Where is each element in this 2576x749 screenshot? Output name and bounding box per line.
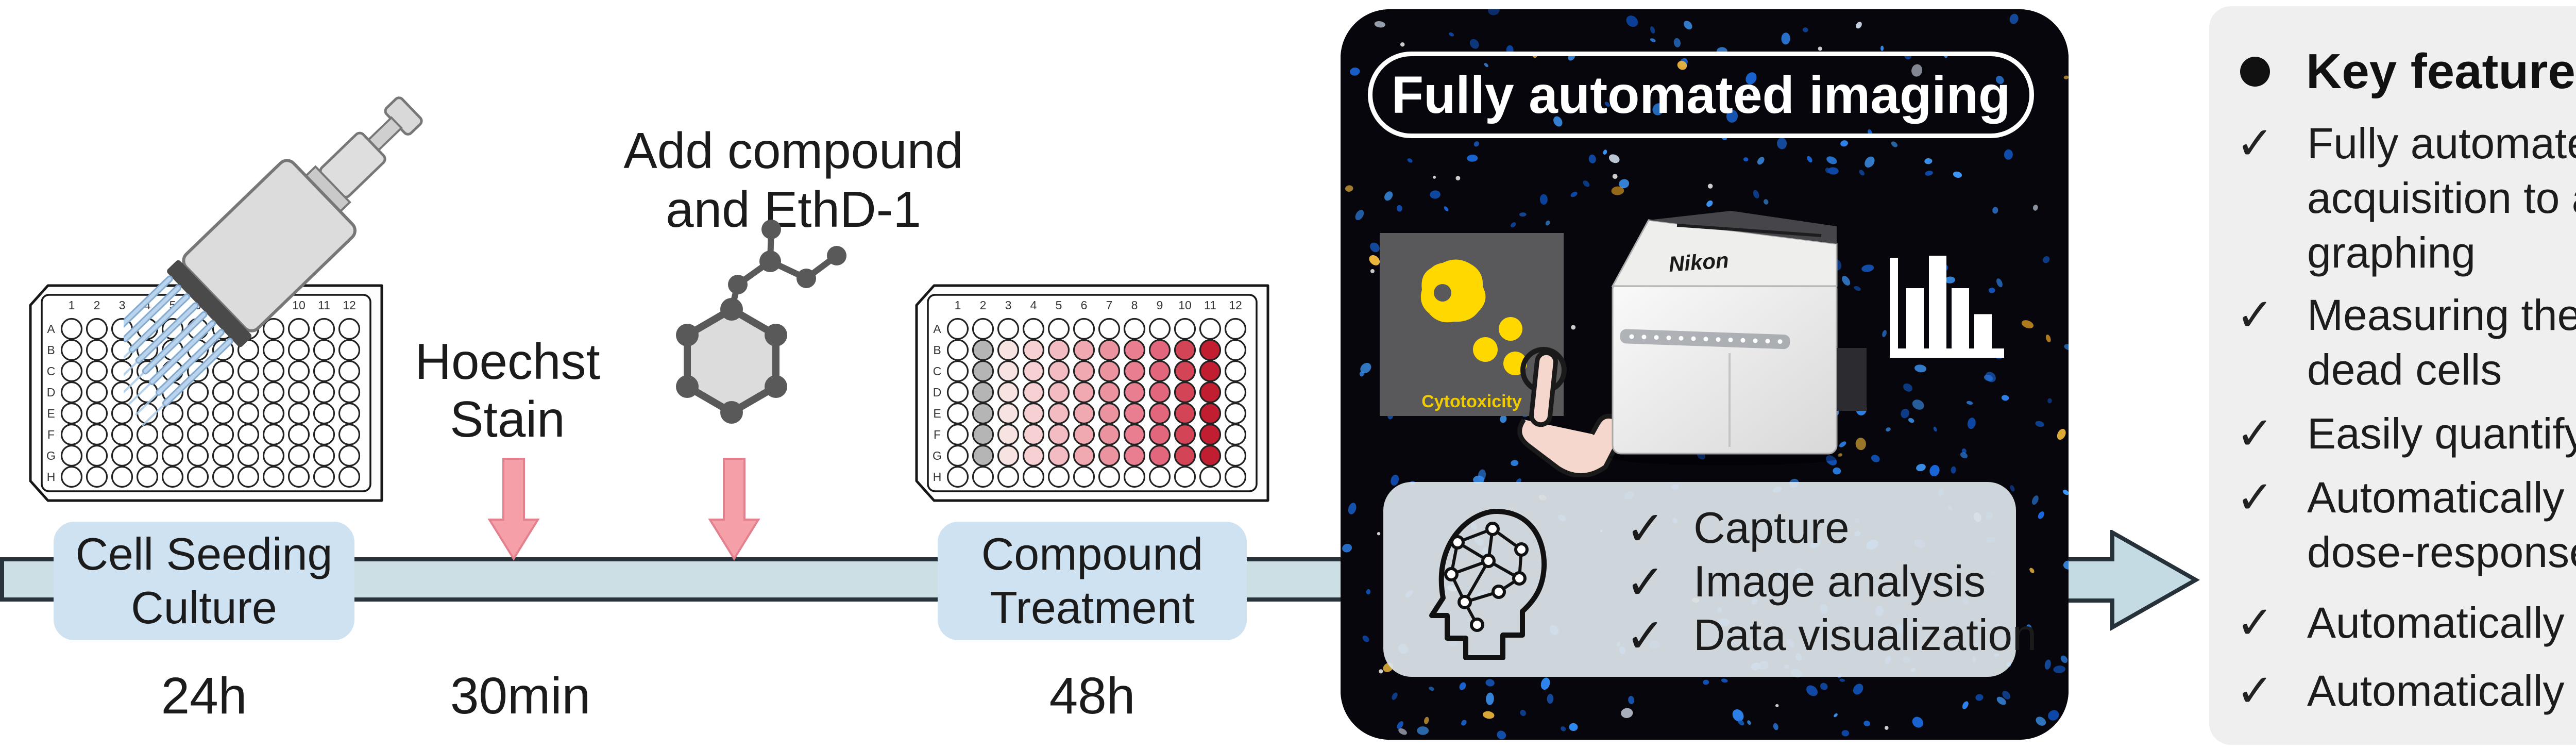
svg-text:H: H — [933, 470, 942, 484]
led-strip — [1629, 334, 1783, 344]
svg-text:2: 2 — [980, 298, 987, 312]
key-features-title: Key features — [2306, 44, 2576, 99]
svg-text:B: B — [47, 343, 55, 357]
svg-text:3: 3 — [1005, 298, 1012, 312]
feature-item: ✓ Easily quantify drug response — [2236, 407, 2576, 460]
bar-chart-icon — [1890, 256, 2004, 358]
svg-text:3: 3 — [119, 298, 126, 312]
pipette-tips — [124, 275, 233, 426]
svg-text:G: G — [933, 449, 942, 462]
svg-text:11: 11 — [318, 298, 330, 312]
checkmark-icon: ✓ — [2236, 596, 2274, 649]
duration-48h: 48h — [1049, 667, 1136, 725]
checklist-item: ✓ Image analysis — [1625, 554, 1986, 610]
checklist-item: ✓ Data visualization — [1625, 608, 2037, 663]
svg-text:1: 1 — [955, 298, 961, 312]
svg-text:12: 12 — [1229, 298, 1242, 312]
svg-text:F: F — [934, 428, 941, 441]
svg-text:1: 1 — [69, 298, 75, 312]
stage-badge-cell-seeding: Cell Seeding Culture — [54, 522, 354, 640]
compound-molecule-icon — [676, 220, 846, 424]
duration-24h: 24h — [161, 667, 247, 725]
hand-touch-icon — [1517, 347, 1617, 477]
svg-text:5: 5 — [1056, 298, 1062, 312]
imaging-title: Fully automated imaging — [1391, 65, 2011, 124]
imaging-title-pill: Fully automated imaging — [1368, 52, 2034, 138]
svg-text:7: 7 — [1106, 298, 1113, 312]
checkmark-icon: ✓ — [2236, 116, 2274, 170]
svg-text:2: 2 — [94, 298, 100, 312]
feature-item: ✓ Measuring the ratio of live and dead c… — [2236, 288, 2576, 397]
multichannel-pipette-icon — [124, 96, 423, 426]
svg-text:E: E — [47, 407, 55, 420]
key-features-panel: Key features ✓ Fully automated from imag… — [2209, 6, 2576, 745]
checkmark-icon: ✓ — [2236, 407, 2274, 460]
flow-arrow-right-icon — [2061, 530, 2200, 631]
device-brand-label: Nikon — [1668, 248, 1730, 276]
feature-item: ✓ Automatically calculate Z'-factor — [2236, 664, 2576, 717]
checkmark-icon: ✓ — [1625, 608, 1666, 663]
svg-text:C: C — [47, 364, 56, 378]
feature-item: ✓ Automatically calculate EC50 /IC50 — [2236, 595, 2576, 656]
checkmark-icon: ✓ — [1625, 554, 1666, 610]
checklist-item: ✓ Capture — [1625, 501, 1850, 556]
svg-text:D: D — [933, 386, 942, 399]
svg-text:E: E — [933, 407, 941, 420]
duration-30min: 30min — [450, 667, 591, 725]
svg-text:10: 10 — [292, 298, 306, 312]
analysis-steps-box: ✓ Capture ✓ Image analysis ✓ Data visual… — [1383, 482, 2037, 677]
add-compound-label: Add compound and EthD-1 — [623, 122, 963, 238]
feature-item: ✓ Automatically create dose-response cur… — [2236, 470, 2576, 579]
cytotoxicity-label: Cytotoxicity — [1421, 392, 1522, 411]
checkmark-icon: ✓ — [2236, 664, 2274, 717]
cell-blobs-icon — [1420, 259, 1527, 375]
nikon-imaging-device-icon: Nikon — [1610, 211, 1867, 465]
stage-badge-compound-treatment: Compound Treatment — [938, 522, 1247, 640]
svg-text:C: C — [933, 364, 942, 378]
svg-text:H: H — [47, 470, 56, 484]
checkmark-icon: ✓ — [2236, 471, 2274, 524]
svg-text:G: G — [46, 449, 56, 462]
svg-text:F: F — [47, 428, 55, 441]
svg-text:A: A — [47, 322, 55, 336]
svg-text:9: 9 — [1157, 298, 1163, 312]
svg-text:10: 10 — [1178, 298, 1192, 312]
key-features-header: Key features — [2240, 43, 2576, 100]
svg-text:D: D — [47, 386, 56, 399]
svg-text:B: B — [933, 343, 941, 357]
svg-text:6: 6 — [1081, 298, 1088, 312]
hoechst-stain-label: Hoechst Stain — [415, 333, 600, 447]
arrow-down-icon — [488, 458, 539, 561]
bullet-icon — [2240, 57, 2270, 87]
head-ai-icon — [1429, 508, 1547, 660]
svg-text:8: 8 — [1131, 298, 1138, 312]
feature-item: ✓ Fully automated from image acquisition… — [2236, 116, 2576, 280]
checkmark-icon: ✓ — [2236, 288, 2274, 341]
svg-text:11: 11 — [1204, 298, 1216, 312]
svg-text:A: A — [933, 322, 941, 336]
svg-text:12: 12 — [343, 298, 356, 312]
svg-text:4: 4 — [1030, 298, 1037, 312]
arrow-down-icon — [708, 458, 760, 561]
checkmark-icon: ✓ — [1625, 501, 1666, 556]
imaging-panel: Fully automated imaging Cytotoxicity Nik… — [1341, 9, 2069, 740]
